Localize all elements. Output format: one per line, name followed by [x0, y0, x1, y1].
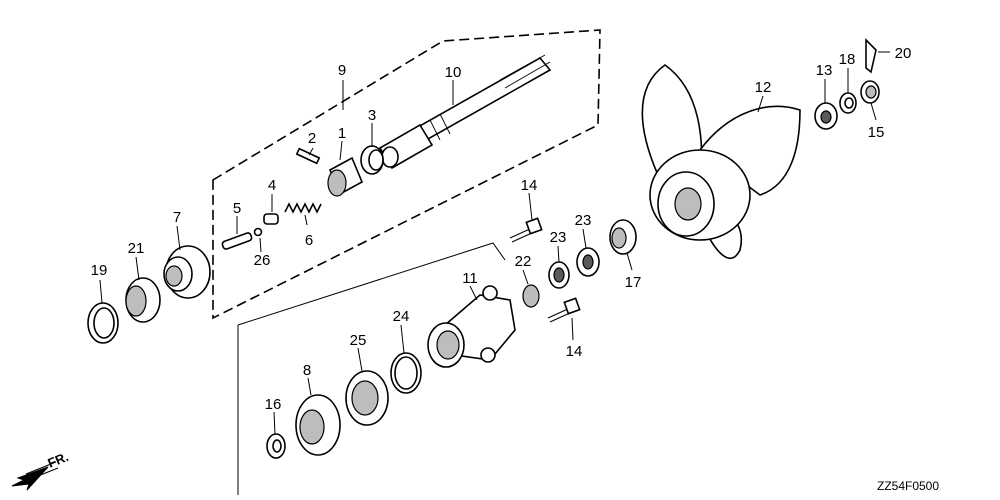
callout-4: 4 — [268, 177, 276, 194]
callout-23-b: 23 — [575, 212, 592, 229]
bolt-part-lower — [547, 297, 581, 323]
washer-part-18 — [839, 92, 857, 114]
ball-part — [253, 227, 263, 237]
callout-19: 19 — [91, 262, 108, 279]
seal-part-23a — [548, 261, 570, 289]
ring-part-3 — [360, 145, 384, 175]
leader-lines — [99, 51, 890, 435]
callout-16: 16 — [265, 396, 282, 413]
callout-3: 3 — [368, 107, 376, 124]
callout-2: 2 — [308, 130, 316, 147]
bearing-part-22 — [522, 284, 540, 308]
shaft-part — [378, 54, 552, 170]
callout-22: 22 — [515, 253, 532, 270]
seal-part-23b — [576, 247, 600, 277]
bevel-gear-part — [295, 394, 341, 456]
callout-12: 12 — [755, 79, 772, 96]
spring-part — [284, 202, 322, 214]
callout-9: 9 — [338, 62, 346, 79]
pin-part-2 — [295, 147, 321, 165]
callout-7: 7 — [173, 209, 181, 226]
callout-5: 5 — [233, 200, 241, 217]
callout-17: 17 — [625, 274, 642, 291]
callout-23-a: 23 — [550, 229, 567, 246]
bearing-part-21 — [125, 277, 161, 323]
callout-13: 13 — [816, 62, 833, 79]
group-outline-lower — [237, 242, 506, 495]
callout-15: 15 — [868, 124, 885, 141]
front-direction-arrow-icon — [11, 461, 59, 491]
housing-part — [427, 285, 516, 368]
callout-1: 1 — [338, 125, 346, 142]
group-outline-upper — [212, 29, 601, 320]
callout-14-upper: 14 — [521, 177, 538, 194]
shim-part-19 — [87, 302, 119, 344]
washer-part-16 — [266, 433, 286, 459]
callout-10: 10 — [445, 64, 462, 81]
callout-24: 24 — [393, 308, 410, 325]
callout-25: 25 — [350, 332, 367, 349]
pin-part-4 — [263, 213, 279, 225]
callout-8: 8 — [303, 362, 311, 379]
o-ring-part — [390, 352, 422, 394]
callout-26: 26 — [254, 252, 271, 269]
bolt-part-upper — [509, 217, 543, 243]
washer-part-13 — [814, 102, 838, 130]
rod-part — [221, 232, 253, 250]
direction-label: FR. — [46, 449, 71, 471]
bearing-part-25 — [345, 370, 389, 426]
callout-6: 6 — [305, 232, 313, 249]
nut-part-15 — [860, 80, 880, 104]
thrust-washer-part — [609, 219, 637, 255]
callout-20: 20 — [895, 45, 912, 62]
clutch-part — [327, 156, 364, 197]
diagram-code: ZZ54F0500 — [877, 479, 939, 493]
pinion-gear-part — [163, 245, 211, 299]
callout-18: 18 — [839, 51, 856, 68]
callout-21: 21 — [128, 240, 145, 257]
propeller-part — [641, 64, 801, 259]
callout-14-lower: 14 — [566, 343, 583, 360]
callout-11: 11 — [462, 270, 478, 287]
cotter-pin-part — [865, 38, 877, 74]
